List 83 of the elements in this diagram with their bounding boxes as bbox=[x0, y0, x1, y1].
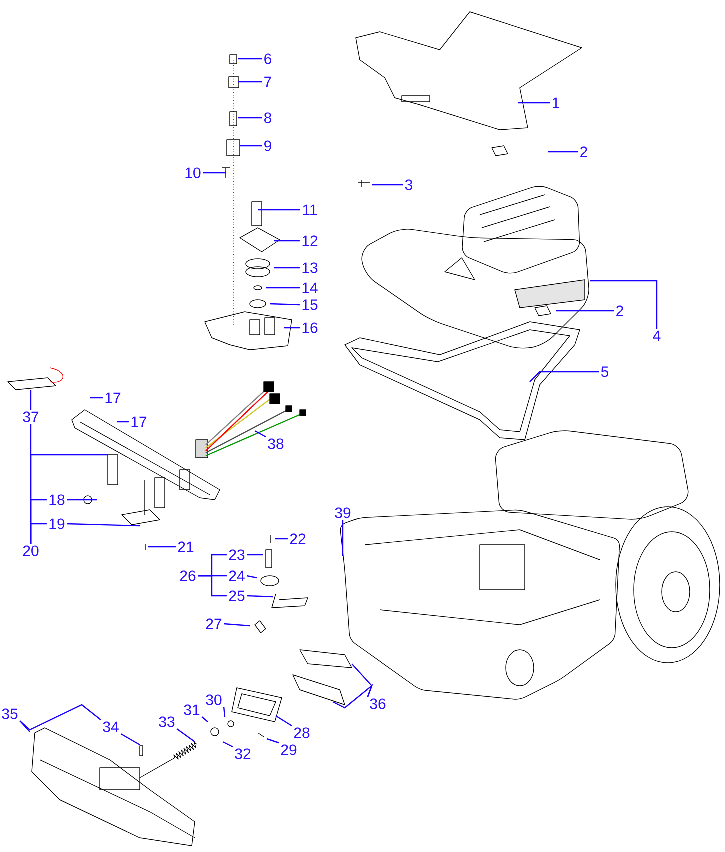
callout-number: 10 bbox=[186, 168, 201, 178]
callout-number: 33 bbox=[159, 716, 175, 728]
leader-line bbox=[203, 172, 226, 174]
callout-number: 17 bbox=[132, 416, 147, 428]
leader-line bbox=[372, 184, 404, 186]
leader-line bbox=[342, 520, 344, 556]
leader-line bbox=[284, 327, 300, 329]
leader-line bbox=[20, 704, 102, 731]
callout-number: 36 bbox=[370, 698, 386, 710]
callout-number: 35 bbox=[2, 708, 18, 720]
callout-number: 4 bbox=[653, 330, 661, 342]
leader-line bbox=[117, 421, 129, 423]
leader-line bbox=[258, 209, 300, 211]
callout-number: 39 bbox=[335, 508, 351, 518]
callout-number: 9 bbox=[264, 140, 272, 152]
leader-line bbox=[20, 720, 30, 732]
callout-number: 32 bbox=[235, 748, 251, 760]
leader-line bbox=[120, 734, 140, 746]
leader-line bbox=[176, 728, 196, 742]
leader-line bbox=[223, 706, 226, 718]
leader-line bbox=[238, 117, 262, 119]
leader-line bbox=[530, 371, 600, 382]
leader-line bbox=[238, 58, 262, 60]
callout-number: 34 bbox=[103, 722, 119, 732]
callout-number: 20 bbox=[23, 546, 39, 556]
leader-line bbox=[274, 267, 300, 269]
leader-line bbox=[332, 684, 374, 709]
leader-line bbox=[274, 240, 300, 242]
leader-line bbox=[590, 280, 658, 330]
callout-number: 18 bbox=[50, 494, 65, 506]
callout-number: 11 bbox=[303, 204, 318, 216]
callout-number: 37 bbox=[23, 412, 39, 422]
callout-number: 28 bbox=[294, 728, 310, 738]
callout-number: 26 bbox=[180, 570, 196, 582]
leader-line bbox=[202, 716, 208, 722]
leader-line bbox=[224, 623, 250, 627]
leader-line bbox=[556, 310, 614, 312]
callout-number: 38 bbox=[268, 438, 284, 450]
callout-number: 21 bbox=[178, 542, 194, 552]
callout-number: 31 bbox=[184, 704, 200, 716]
callout-number: 5 bbox=[601, 366, 609, 378]
callout-number: 17 bbox=[106, 392, 121, 404]
leader-line bbox=[276, 716, 292, 726]
callout-number: 19 bbox=[50, 518, 65, 530]
leader-line bbox=[270, 303, 300, 306]
leader-line bbox=[238, 81, 262, 83]
callout-number: 23 bbox=[229, 550, 245, 560]
leader-line bbox=[240, 145, 262, 147]
callout-number: 25 bbox=[229, 590, 245, 602]
leader-line bbox=[30, 390, 32, 410]
callout-number: 27 bbox=[206, 618, 222, 630]
leader-line bbox=[254, 430, 266, 438]
callout-number: 2 bbox=[580, 146, 588, 158]
callout-number: 12 bbox=[302, 236, 318, 246]
leader-line bbox=[266, 738, 280, 744]
callout-number: 2 bbox=[616, 306, 624, 316]
callout-number: 22 bbox=[290, 534, 306, 544]
leader-line bbox=[548, 151, 578, 153]
leader-line bbox=[198, 575, 227, 597]
leader-line bbox=[247, 595, 274, 598]
callout-number: 3 bbox=[405, 180, 412, 190]
callout-number: 16 bbox=[302, 322, 318, 334]
callout-number: 14 bbox=[302, 282, 318, 294]
leader-line bbox=[90, 397, 103, 399]
callout-number: 8 bbox=[264, 112, 272, 124]
callout-number: 15 bbox=[302, 300, 318, 310]
callout-number: 13 bbox=[302, 262, 318, 274]
callout-number: 6 bbox=[264, 54, 272, 64]
leader-line bbox=[518, 102, 550, 104]
callout-number: 1 bbox=[552, 98, 560, 108]
leader-line bbox=[266, 287, 300, 289]
callout-number: 24 bbox=[229, 570, 245, 582]
leader-line bbox=[67, 499, 97, 501]
leader-line bbox=[275, 538, 288, 540]
callout-number: 7 bbox=[264, 76, 272, 88]
leader-line bbox=[148, 546, 176, 548]
leader-line bbox=[30, 523, 47, 544]
leader-line bbox=[247, 554, 263, 556]
callout-number: 30 bbox=[206, 694, 222, 706]
leader-line bbox=[222, 741, 234, 748]
leader-line bbox=[246, 575, 258, 579]
callout-number: 29 bbox=[281, 744, 297, 756]
leader-line bbox=[67, 523, 140, 527]
